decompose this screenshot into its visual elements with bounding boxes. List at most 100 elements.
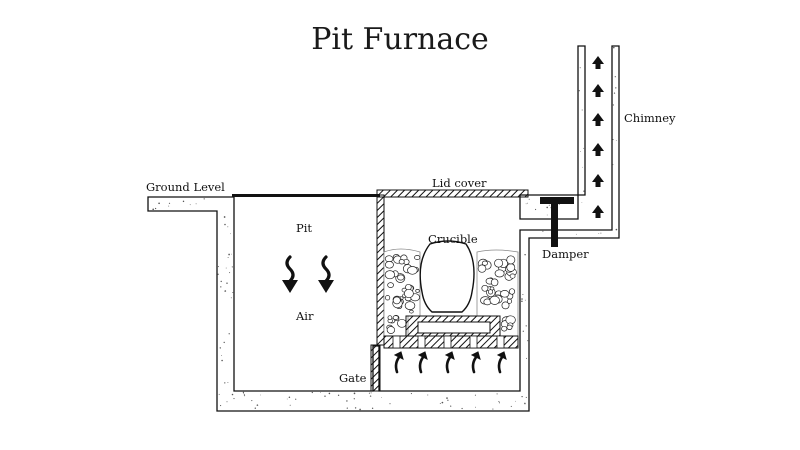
coke-pebble [494, 269, 505, 278]
coke-pebble [387, 282, 394, 288]
damper-stem [551, 203, 558, 247]
coke-pebble [506, 263, 516, 272]
concrete-speckle [525, 325, 527, 327]
up-arrow-icon [592, 143, 604, 156]
concrete-speckle [221, 355, 223, 356]
concrete-speckle [195, 203, 197, 205]
concrete-speckle [446, 397, 448, 399]
concrete-speckle [337, 394, 340, 396]
coke-pebble [509, 273, 516, 279]
gate-wall [370, 344, 381, 392]
concrete-speckle [233, 398, 235, 400]
concrete-speckle [615, 87, 617, 89]
concrete-speckle [354, 407, 357, 409]
curved-up-arrow-icon [444, 351, 455, 374]
concrete-speckle [515, 400, 516, 402]
concrete-speckle [461, 407, 463, 410]
coke-pebble [508, 288, 516, 295]
concrete-speckle [583, 147, 585, 149]
coke-pebble [494, 258, 504, 268]
coke-pebble [407, 266, 418, 275]
crucible [419, 240, 475, 313]
coke-pebble [414, 255, 421, 260]
concrete-speckle [542, 230, 544, 232]
concrete-speckle [230, 297, 232, 299]
coke-pebble [385, 295, 391, 301]
concrete-speckle [612, 139, 614, 141]
concrete-speckle [580, 151, 581, 152]
concrete-speckle [615, 140, 617, 141]
concrete-speckle [218, 393, 220, 395]
concrete-speckle [612, 164, 614, 166]
concrete-speckle [225, 267, 227, 269]
coke-pebble [386, 326, 396, 334]
concrete-speckle [256, 404, 259, 406]
concrete-speckle [168, 202, 171, 204]
concrete-speckle [219, 347, 221, 349]
concrete-texture [152, 46, 618, 411]
concrete-speckle [320, 392, 321, 393]
concrete-speckle [612, 104, 614, 106]
concrete-speckle [324, 395, 326, 397]
concrete-speckle [521, 298, 523, 300]
grate-opening [469, 335, 478, 349]
curved-up-arrow-icon [393, 351, 404, 374]
coke-pebble [489, 295, 500, 305]
concrete-speckle [243, 392, 245, 394]
coke-pebble [506, 255, 516, 265]
concrete-speckle [220, 405, 222, 407]
concrete-speckle [242, 391, 245, 394]
coke-pebble [397, 318, 407, 328]
concrete-speckle [441, 401, 444, 404]
concrete-speckle [510, 405, 512, 407]
concrete-speckle [288, 396, 291, 399]
concrete-speckle [371, 407, 374, 409]
concrete-speckle [381, 397, 382, 399]
concrete-speckle [152, 208, 155, 211]
concrete-speckle [370, 392, 372, 394]
concrete-speckle [522, 330, 524, 332]
chimney-label: Chimney [624, 111, 676, 125]
concrete-speckle [613, 92, 616, 94]
concrete-speckle [228, 253, 230, 256]
concrete-speckle [203, 198, 205, 200]
concrete-speckle [226, 282, 228, 284]
concrete-speckle [224, 382, 226, 384]
grate-opening [417, 335, 426, 349]
concrete-speckle [346, 407, 348, 409]
concrete-speckle [229, 272, 231, 274]
concrete-speckle [286, 398, 288, 400]
concrete-speckle [227, 257, 229, 258]
air-down-arrows [282, 255, 334, 293]
stand-frame [405, 315, 501, 337]
concrete-speckle [254, 407, 256, 409]
concrete-speckle [228, 333, 230, 335]
chimney [519, 45, 604, 220]
concrete-speckle [447, 399, 449, 401]
coke-pebble [384, 270, 396, 280]
concrete-speckle [243, 394, 245, 396]
concrete-speckle [224, 290, 226, 292]
concrete-speckle [217, 266, 219, 268]
coke-pebble [397, 274, 405, 281]
concrete-speckle [546, 214, 548, 216]
concrete-speckle [474, 394, 476, 396]
concrete-speckle [389, 403, 391, 405]
diagram-title: Pit Furnace [311, 22, 489, 57]
coke-pebble [490, 278, 499, 287]
chimney-wall [519, 45, 586, 220]
concrete-speckle [224, 223, 226, 226]
pit-label: Pit [296, 221, 312, 235]
curved-up-arrow-icon [496, 351, 507, 374]
coke-pebble [387, 315, 393, 320]
concrete-speckle [369, 395, 372, 397]
concrete-speckle [154, 207, 157, 210]
concrete-speckle [582, 166, 583, 168]
coke-pebble [506, 298, 513, 304]
concrete-speckle [583, 190, 585, 192]
concrete-speckle [168, 205, 170, 207]
up-arrow-icon [592, 205, 604, 218]
air-up-arrows [393, 351, 507, 374]
concrete-speckle [289, 404, 291, 406]
concrete-speckle [223, 216, 226, 218]
